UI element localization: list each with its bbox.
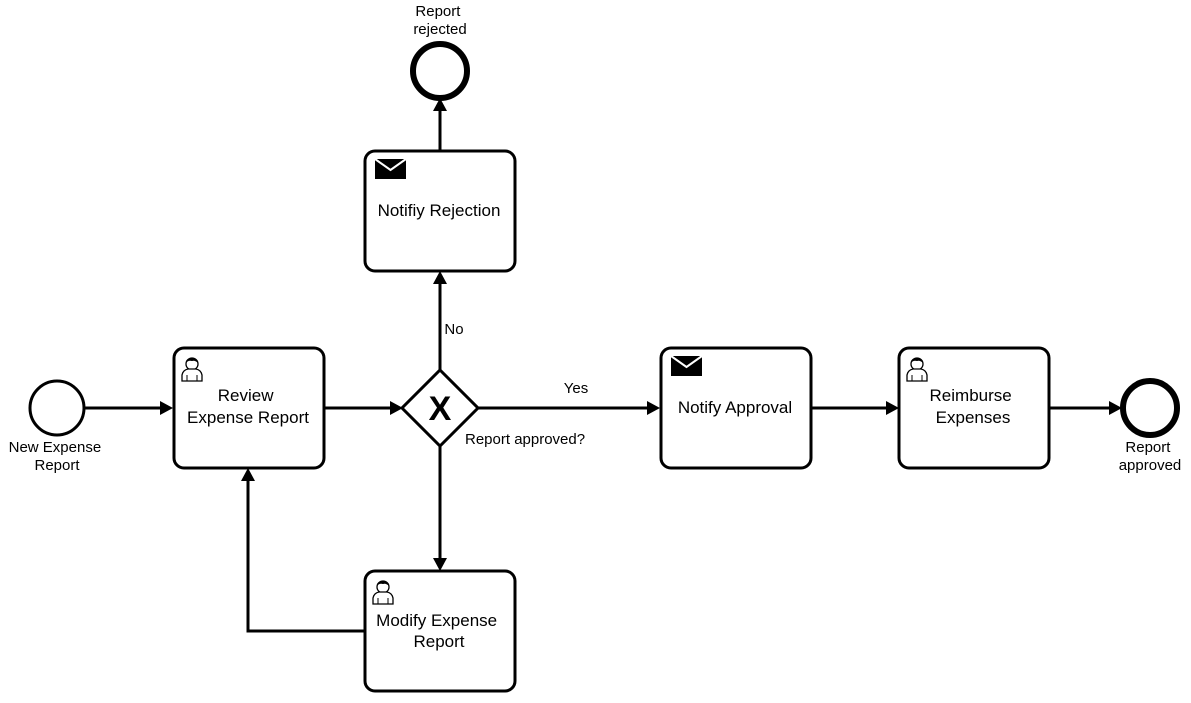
label-line: approved xyxy=(1119,457,1182,474)
label-line: rejected xyxy=(413,21,466,38)
arrowhead xyxy=(241,468,255,481)
arrowhead xyxy=(390,401,403,415)
gateway-x-marker: X xyxy=(429,390,452,428)
label-line: Reimburse xyxy=(930,386,1012,405)
task-notify-approval[interactable]: Notify Approval xyxy=(659,346,813,470)
end-event-rejected[interactable] xyxy=(410,41,470,101)
end-event-approved-label: Report approved xyxy=(1119,439,1182,474)
label-line: Notify Approval xyxy=(678,398,792,417)
flow-label-no: No xyxy=(444,321,463,338)
start-event-label: New Expense Report xyxy=(9,439,106,474)
label-line: Report xyxy=(34,457,80,474)
task-label: Notify Approval xyxy=(678,398,792,417)
flow-label-yes: Yes xyxy=(564,380,588,397)
arrowhead xyxy=(647,401,660,415)
label-line: Expense Report xyxy=(187,408,309,427)
end-event-approved[interactable] xyxy=(1120,378,1180,438)
task-review-expense-report[interactable]: Review Expense Report xyxy=(172,346,326,470)
arrowhead xyxy=(433,271,447,284)
end-event-rejected-label: Report rejected xyxy=(413,3,466,38)
task-label: Notifiy Rejection xyxy=(378,201,501,220)
label-line: Review xyxy=(218,386,274,405)
label-line: Expenses xyxy=(936,408,1011,427)
label-line: Report xyxy=(415,3,461,20)
label-line: New Expense xyxy=(9,439,102,456)
task-notify-rejection[interactable]: Notifiy Rejection xyxy=(363,149,517,273)
task-label: Reimburse Expenses xyxy=(930,386,1017,427)
label-line: Report xyxy=(413,632,464,651)
task-reimburse-expenses[interactable]: Reimburse Expenses xyxy=(897,346,1051,470)
flow-modify-to-review xyxy=(246,480,365,633)
task-label: Review Expense Report xyxy=(187,386,309,427)
envelope-icon xyxy=(374,158,407,180)
label-line: Report xyxy=(1125,439,1171,456)
arrowhead xyxy=(433,98,447,111)
envelope-icon xyxy=(670,355,703,377)
task-modify-expense-report[interactable]: Modify Expense Report xyxy=(363,569,517,693)
label-line: Modify Expense xyxy=(376,611,497,630)
arrowhead xyxy=(433,558,447,571)
task-label: Modify Expense Report xyxy=(376,611,502,651)
arrowhead xyxy=(160,401,173,415)
exclusive-gateway[interactable]: X xyxy=(399,367,481,449)
sequence-flows xyxy=(84,98,1122,633)
start-event[interactable] xyxy=(28,379,86,437)
gateway-label: Report approved? xyxy=(465,431,585,448)
arrowhead xyxy=(1109,401,1122,415)
label-line: Notifiy Rejection xyxy=(378,201,501,220)
arrowhead xyxy=(886,401,899,415)
